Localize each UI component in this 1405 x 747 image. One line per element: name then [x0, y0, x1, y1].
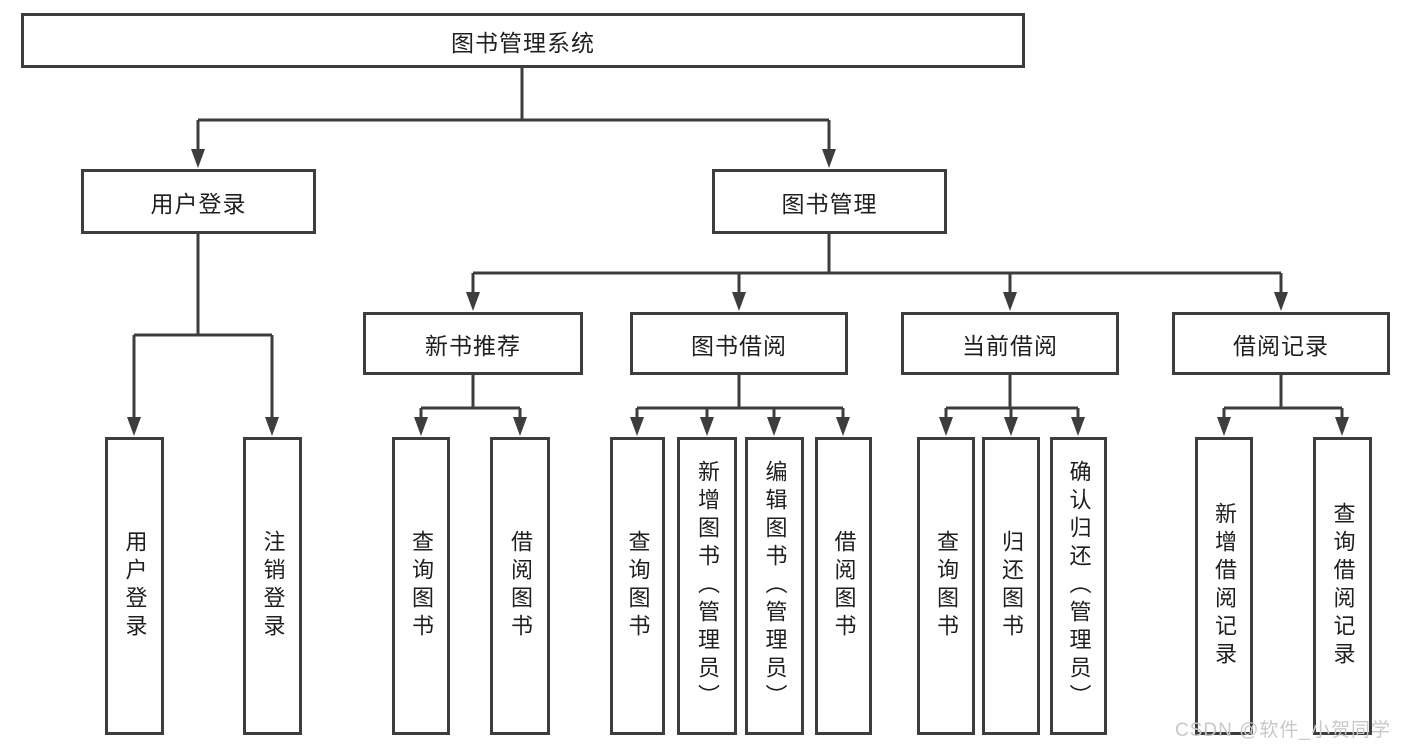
leaf-label: 查询图书: [625, 530, 651, 642]
leaf-confirm-return-admin: 确认归还（管理员）: [1050, 437, 1107, 735]
leaf-borrow-books-recommend: 借阅图书: [490, 437, 550, 735]
leaf-label: 查询图书: [409, 530, 434, 642]
leaf-query-books-current: 查询图书: [917, 437, 975, 735]
leaf-label: 归还图书: [999, 530, 1024, 642]
node-current-borrowing: 当前借阅: [901, 312, 1119, 375]
leaf-label: 用户登录: [122, 530, 148, 642]
node-label: 图书管理: [781, 190, 878, 217]
node-label: 用户登录: [150, 190, 247, 217]
leaf-label: 查询图书: [934, 530, 959, 642]
leaf-label: 注销登录: [260, 530, 286, 642]
node-new-book-recommend: 新书推荐: [363, 312, 583, 375]
arrowhead: [822, 149, 836, 168]
node-borrowing-records: 借阅记录: [1172, 312, 1390, 375]
leaf-return-books: 归还图书: [982, 437, 1040, 735]
leaf-label: 查询借阅记录: [1330, 502, 1356, 670]
leaf-label: 借阅图书: [508, 530, 533, 642]
arrowhead: [191, 149, 205, 168]
node-label: 当前借阅: [962, 332, 1058, 359]
leaf-borrow-books: 借阅图书: [815, 437, 872, 735]
node-user-login: 用户登录: [81, 169, 316, 234]
leaf-query-books-recommend: 查询图书: [392, 437, 450, 735]
leaf-query-borrow-record: 查询借阅记录: [1313, 437, 1372, 735]
node-label: 借阅记录: [1233, 332, 1329, 359]
node-book-management: 图书管理: [712, 169, 947, 234]
leaf-user-login: 用户登录: [105, 437, 164, 735]
leaf-add-books-admin: 新增图书（管理员）: [677, 437, 737, 735]
leaf-edit-books-admin: 编辑图书（管理员）: [745, 437, 804, 735]
leaf-logout: 注销登录: [243, 437, 302, 735]
leaf-label: 借阅图书: [831, 530, 857, 642]
node-label: 图书管理系统: [451, 29, 595, 56]
leaf-label: 编辑图书（管理员）: [762, 460, 788, 712]
node-book-borrowing: 图书借阅: [630, 312, 848, 375]
leaf-add-borrow-record: 新增借阅记录: [1195, 437, 1253, 735]
leaf-label: 新增借阅记录: [1212, 502, 1237, 670]
leaf-query-books-borrowing: 查询图书: [610, 437, 665, 735]
node-label: 新书推荐: [425, 332, 521, 359]
leaf-label: 确认归还（管理员）: [1066, 460, 1092, 712]
node-book-management-system: 图书管理系统: [21, 13, 1025, 68]
csdn-watermark: CSDN @软件_小贺同学: [1175, 720, 1391, 741]
leaf-label: 新增图书（管理员）: [695, 460, 720, 712]
node-label: 图书借阅: [691, 332, 787, 359]
